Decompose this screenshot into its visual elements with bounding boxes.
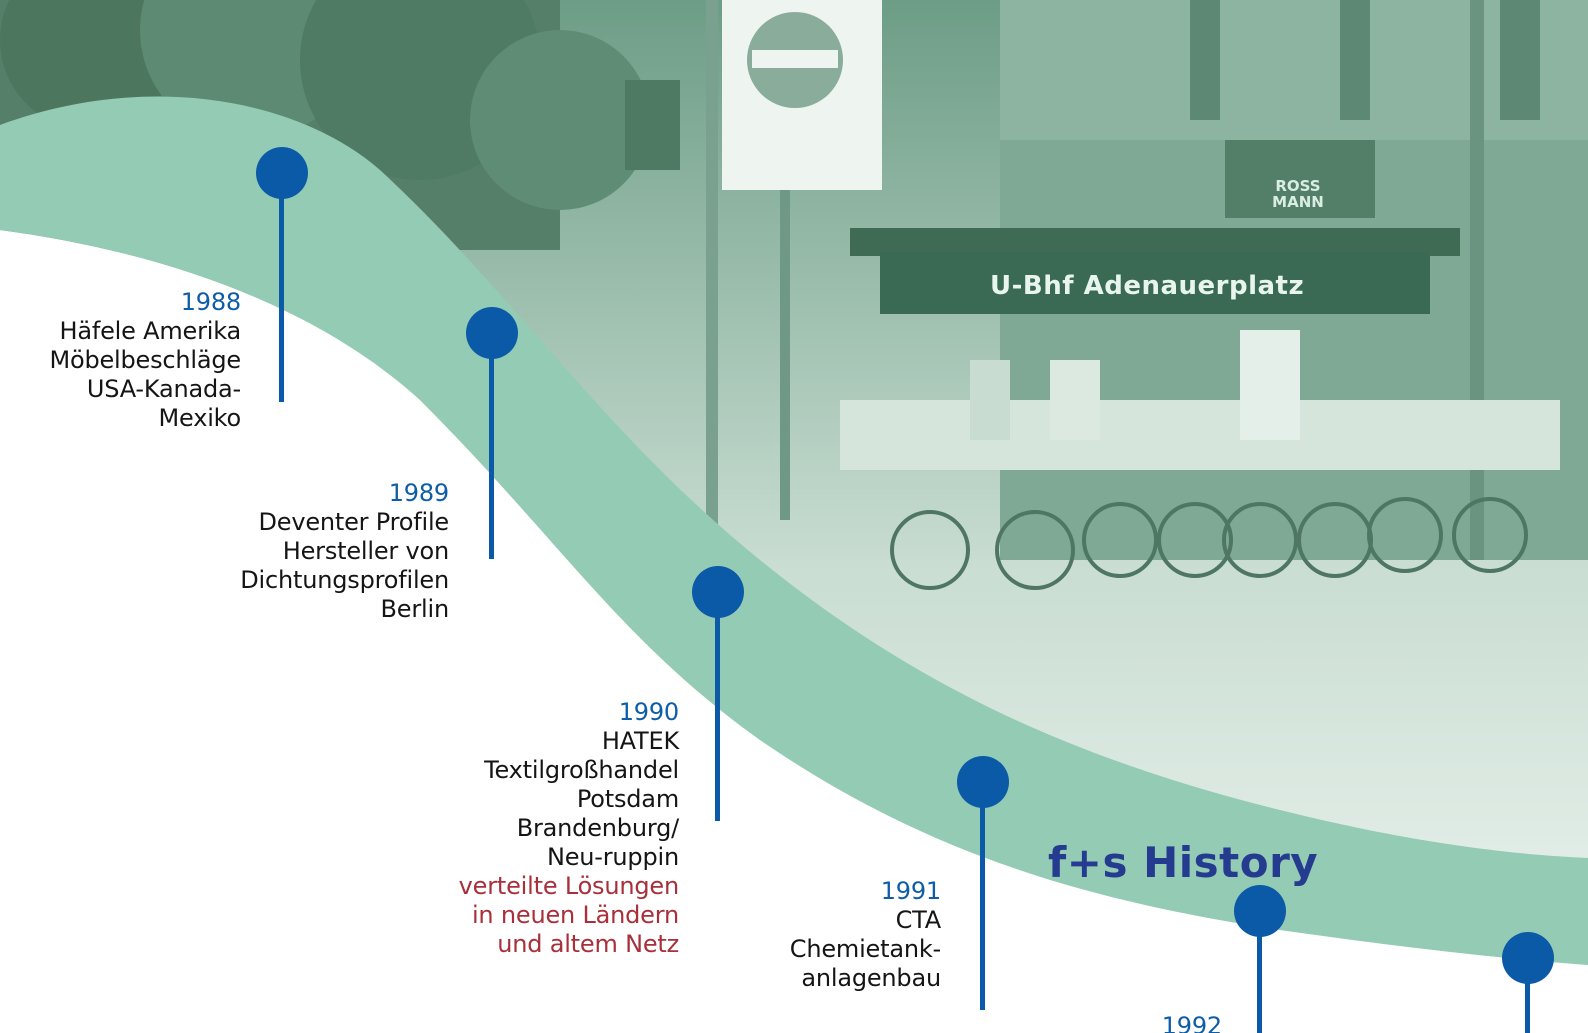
marker-1992 bbox=[1234, 885, 1286, 1033]
entry-note: in neuen Ländern bbox=[471, 901, 679, 929]
entry-line: Hersteller von bbox=[282, 537, 449, 565]
entry-line: Deventer Profile bbox=[258, 508, 449, 536]
entry-line: Textilgroßhandel bbox=[484, 756, 679, 784]
entry-year: 1990 bbox=[618, 698, 679, 726]
entry-year: 1989 bbox=[388, 479, 449, 507]
marker-1988 bbox=[256, 147, 308, 402]
entry-line: Berlin bbox=[380, 595, 450, 623]
shop-sign-line: MANN bbox=[1272, 193, 1324, 211]
entry-year: 1991 bbox=[880, 877, 941, 905]
entry-line: CTA bbox=[895, 906, 942, 934]
timeline-entry-1990: 1990 HATEK Textilgroßhandel Potsdam Bran… bbox=[458, 698, 680, 959]
entry-year: 1988 bbox=[180, 288, 241, 316]
timeline-entry-1991: 1991 CTA Chemietank- anlagenbau bbox=[790, 877, 941, 993]
entry-line: USA-Kanada- bbox=[86, 375, 241, 403]
entry-line: anlagenbau bbox=[801, 964, 941, 992]
entry-line: Dichtungsprofilen bbox=[240, 566, 449, 594]
entry-line: Neu-ruppin bbox=[546, 843, 679, 871]
marker-1990 bbox=[692, 566, 744, 821]
entry-line: Mexiko bbox=[158, 404, 242, 432]
station-sign: U-Bhf Adenauerplatz bbox=[990, 271, 1305, 301]
entry-line: HATEK bbox=[601, 727, 679, 755]
timeline-entry-1989: 1989 Deventer Profile Hersteller von Dic… bbox=[240, 479, 449, 624]
entry-note: verteilte Lösungen bbox=[458, 872, 680, 900]
shop-sign-line: ROSS bbox=[1275, 177, 1321, 195]
marker-1993 bbox=[1502, 932, 1554, 1033]
shop-sign: ROSS MANN bbox=[1248, 178, 1348, 210]
entry-year: 1992 bbox=[1161, 1012, 1222, 1033]
entry-line: Chemietank- bbox=[789, 935, 941, 963]
entry-line: Möbelbeschläge bbox=[49, 346, 241, 374]
page-title: f+s History bbox=[1048, 838, 1319, 887]
entry-line: Brandenburg/ bbox=[516, 814, 679, 842]
marker-1989 bbox=[466, 307, 518, 559]
entry-line: Potsdam bbox=[576, 785, 679, 813]
entry-line: Häfele Amerika bbox=[59, 317, 241, 345]
marker-1991 bbox=[957, 756, 1009, 1010]
entry-note: und altem Netz bbox=[497, 930, 679, 958]
timeline-entry-1988: 1988 Häfele Amerika Möbelbeschläge USA-K… bbox=[49, 288, 241, 433]
timeline-entry-1992: 1992 bbox=[1162, 1012, 1222, 1033]
